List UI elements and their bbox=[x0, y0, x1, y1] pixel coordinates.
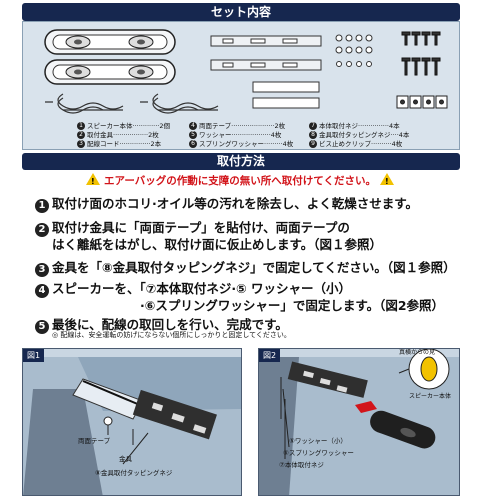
figure-2: 図2 真横からの見 スピーカー本体 ⑤ワッシャー（小） ⑥スプリングワッシャー … bbox=[258, 348, 460, 496]
figure-2-illustration bbox=[259, 349, 459, 495]
figure-1: 図1 両面テープ 金具 ⑧金具取付タッピングネジ bbox=[22, 348, 242, 496]
label-bracket: 金具 bbox=[119, 455, 132, 463]
double-sided-tape-illustration bbox=[252, 81, 320, 109]
airbag-warning: エアーバッグの作動に支障の無い所へ取付けてください。 bbox=[40, 173, 440, 190]
figure-1-illustration bbox=[23, 349, 241, 495]
parts-illustration bbox=[44, 29, 448, 114]
warning-icon bbox=[379, 173, 394, 190]
clip-illustration bbox=[396, 95, 448, 109]
install-method-header: 取付方法 bbox=[22, 153, 460, 170]
step-2-line-2: はく離紙をはがし、取付け面に仮止めします。（図１参照） bbox=[52, 237, 383, 252]
washer-illustration bbox=[335, 34, 373, 67]
figure-2-title: 図2 bbox=[259, 349, 281, 362]
label-speaker-body: スピーカー本体 bbox=[409, 393, 452, 400]
speaker-body-illustration bbox=[44, 29, 176, 85]
label-body-screw: ⑦本体取付ネジ bbox=[279, 461, 324, 469]
label-double-sided-tape: 両面テープ bbox=[78, 437, 111, 445]
label-view-from-side: 真横からの見 bbox=[399, 349, 436, 356]
step-4-line-2: ·⑥スプリングワッシャー」で固定します。（図2参照） bbox=[140, 298, 445, 313]
mounting-bracket-illustration bbox=[210, 35, 322, 71]
set-contents-header: セット内容 bbox=[22, 3, 460, 21]
label-spring-washer: ⑥スプリングワッシャー bbox=[283, 449, 354, 457]
wiring-note: ◎ 配線は、安全運転の妨げにならない個所にしっかりと固定してください。 bbox=[52, 331, 291, 339]
label-washer-small: ⑤ワッシャー（小） bbox=[289, 437, 347, 445]
label-tapping-screw: ⑧金具取付タッピングネジ bbox=[95, 469, 173, 477]
wiring-cord-illustration bbox=[45, 93, 219, 114]
screw-illustration bbox=[401, 31, 441, 76]
figure-1-title: 図1 bbox=[23, 349, 45, 362]
warning-icon bbox=[86, 173, 101, 190]
